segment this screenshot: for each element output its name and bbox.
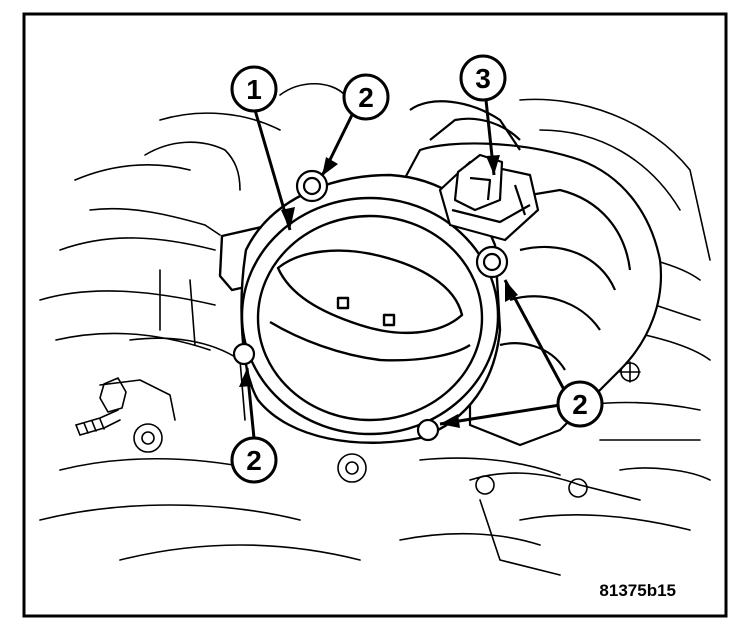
callout-3-label: 3 xyxy=(475,63,491,94)
callout-1-label: 1 xyxy=(246,74,262,105)
callout-2-top: 2 xyxy=(342,73,390,121)
leader-arrowheads xyxy=(239,155,518,428)
callout-2-bottom: 2 xyxy=(230,436,278,484)
callout-2-bottom-label: 2 xyxy=(246,445,262,476)
callout-2-right-label: 2 xyxy=(572,389,588,420)
figure-id: 81375b15 xyxy=(599,581,676,600)
callout-3: 3 xyxy=(459,54,507,102)
callout-circle xyxy=(230,436,278,484)
callout-circle xyxy=(230,65,278,113)
callout-1: 1 xyxy=(230,65,278,113)
callout-2-top-label: 2 xyxy=(358,82,374,113)
callout-circle xyxy=(459,54,507,102)
callout-circle xyxy=(342,73,390,121)
electrical-connector xyxy=(438,153,540,242)
throttle-body xyxy=(218,173,502,444)
callout-circle xyxy=(556,380,604,428)
callout-2-right: 2 xyxy=(556,380,604,428)
figure-border xyxy=(22,12,728,618)
mounting-bolts xyxy=(232,169,509,442)
